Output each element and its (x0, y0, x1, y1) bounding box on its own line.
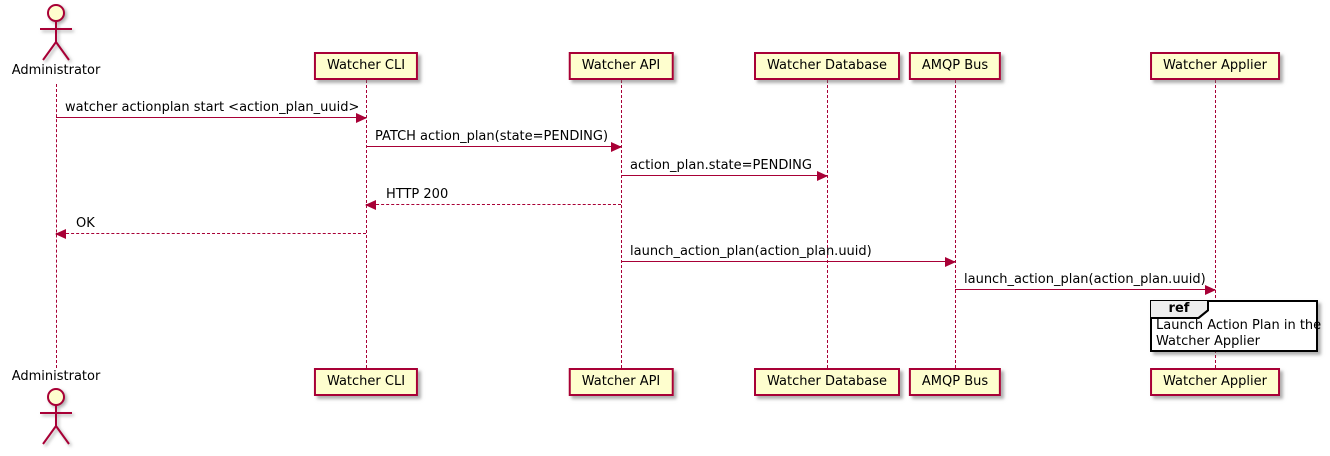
message-line (56, 117, 366, 118)
participant-watcher-api-bottom: Watcher API (568, 368, 674, 396)
actor-label-top: Administrator (11, 63, 101, 78)
arrowhead-left-icon (365, 200, 376, 210)
participant-watcher-database-top: Watcher Database (754, 52, 900, 80)
participant-amqp-bus-top: AMQP Bus (908, 52, 1002, 80)
ref-header-frame: ref (1151, 301, 1209, 319)
ref-body: Launch Action Plan in the Watcher Applie… (1156, 318, 1321, 350)
message-http-200: HTTP 200 (365, 187, 621, 210)
message-line (366, 146, 621, 147)
arrowhead-left-icon (55, 229, 66, 239)
message-label: HTTP 200 (386, 187, 449, 202)
message-label: watcher actionplan start <action_plan_uu… (65, 100, 360, 115)
actor-icon (40, 388, 72, 445)
message-label: PATCH action_plan(state=PENDING) (375, 129, 609, 144)
message-label: OK (76, 216, 95, 231)
lifeline-watcher-cli (366, 80, 367, 368)
message-launch-action-plan-amqp: launch_action_plan(action_plan.uuid) (621, 244, 956, 267)
lifeline-watcher-database (827, 80, 828, 368)
participant-watcher-cli-top: Watcher CLI (313, 52, 419, 80)
arrowhead-right-icon (945, 257, 956, 267)
participant-amqp-bus-bottom: AMQP Bus (908, 368, 1002, 396)
participant-watcher-cli-bottom: Watcher CLI (313, 368, 419, 396)
arrowhead-right-icon (1205, 285, 1216, 295)
message-state-pending: action_plan.state=PENDING (621, 158, 828, 181)
arrowhead-right-icon (817, 171, 828, 181)
message-line (621, 261, 955, 262)
message-actionplan-start: watcher actionplan start <action_plan_uu… (56, 100, 367, 123)
arrowhead-right-icon (611, 142, 622, 152)
message-patch-action-plan: PATCH action_plan(state=PENDING) (366, 129, 622, 152)
actor-label-bottom: Administrator (11, 369, 101, 384)
participant-watcher-api-top: Watcher API (568, 52, 674, 80)
lifeline-administrator (56, 84, 57, 368)
message-line (955, 289, 1215, 290)
participant-watcher-applier-bottom: Watcher Applier (1150, 368, 1280, 396)
participant-watcher-applier-top: Watcher Applier (1150, 52, 1280, 80)
ref-text-line-2: Watcher Applier (1156, 334, 1260, 349)
lifeline-watcher-applier (1215, 80, 1216, 368)
message-launch-action-plan-applier: launch_action_plan(action_plan.uuid) (955, 272, 1216, 295)
ref-keyword: ref (1151, 301, 1207, 317)
actor-icon (40, 4, 72, 61)
ref-text-line-1: Launch Action Plan in the (1156, 318, 1322, 333)
lifeline-amqp-bus (955, 80, 956, 368)
message-label: launch_action_plan(action_plan.uuid) (630, 244, 872, 259)
ref-fragment: ref Launch Action Plan in the Watcher Ap… (1150, 300, 1321, 352)
lifeline-watcher-api (621, 80, 622, 368)
arrowhead-right-icon (356, 113, 367, 123)
message-line (621, 175, 827, 176)
message-line (366, 204, 621, 205)
message-line (56, 233, 366, 234)
participant-watcher-database-bottom: Watcher Database (754, 368, 900, 396)
message-ok: OK (55, 216, 366, 239)
message-label: action_plan.state=PENDING (630, 158, 812, 173)
message-label: launch_action_plan(action_plan.uuid) (964, 272, 1206, 287)
